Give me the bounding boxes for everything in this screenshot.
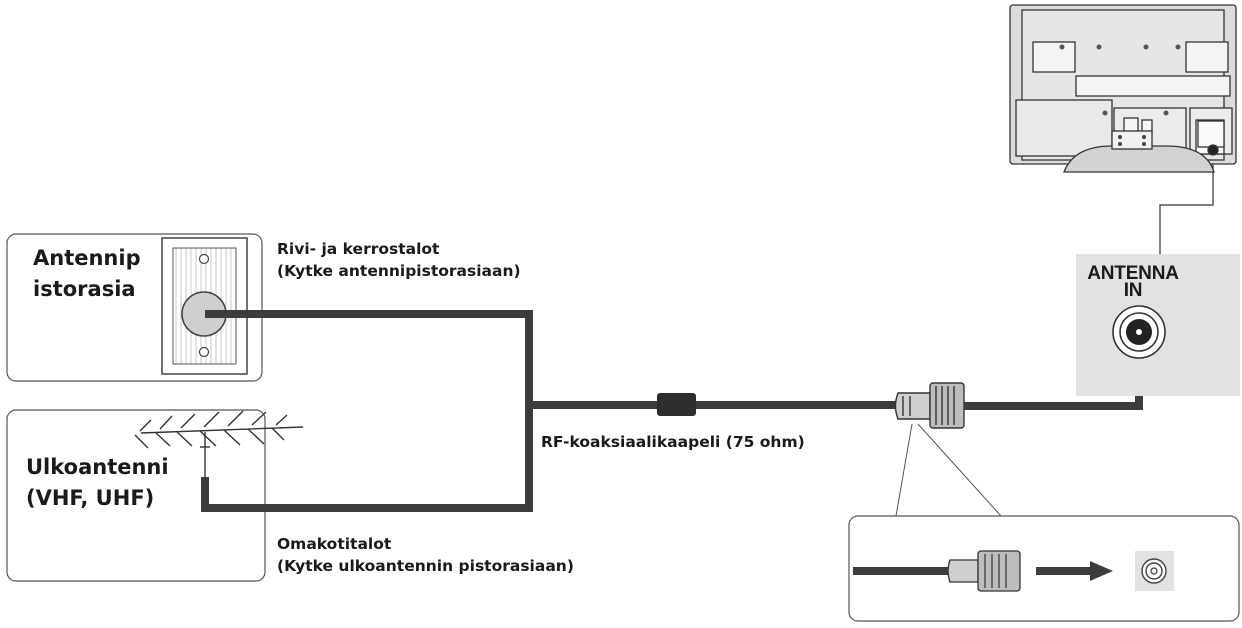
antenna-in-label: ANTENNA IN <box>1079 263 1187 301</box>
antenna-in-label-line1: ANTENNA <box>1087 263 1179 284</box>
detail-arrow-right-icon <box>1036 561 1113 581</box>
apartment-note-line1: Rivi- ja kerrostalot <box>277 240 440 258</box>
outdoor-antenna-title-line1: Ulkoantenni <box>26 455 169 479</box>
detail-cable <box>853 550 1021 592</box>
tv-antenna-lead <box>1159 150 1214 254</box>
wall-outlet-title: Antennip istorasia <box>33 243 141 305</box>
wall-outlet-title-line1: Antennip <box>33 246 141 270</box>
house-note-line2: (Kytke ulkoantennin pistorasiaan) <box>277 557 574 575</box>
wall-socket-icon <box>161 237 248 375</box>
apartment-note: Rivi- ja kerrostalot (Kytke antennipisto… <box>277 238 521 282</box>
apartment-note-line2: (Kytke antennipistorasiaan) <box>277 262 521 280</box>
outdoor-antenna-title: Ulkoantenni (VHF, UHF) <box>26 452 169 514</box>
cable-ferrite-core <box>657 393 696 416</box>
cable-label: RF-koaksiaalikaapeli (75 ohm) <box>541 433 805 451</box>
callout-line <box>917 423 1002 517</box>
coax-plug-icon <box>894 382 965 429</box>
outdoor-antenna-box <box>6 409 266 582</box>
house-note-line1: Omakotitalot <box>277 535 392 553</box>
house-note: Omakotitalot (Kytke ulkoantennin pistora… <box>277 533 574 577</box>
outdoor-antenna-icon <box>134 410 304 482</box>
detail-socket-icon <box>1135 551 1174 591</box>
antenna-in-jack-icon[interactable] <box>1112 305 1166 359</box>
outdoor-antenna-title-line2: (VHF, UHF) <box>26 486 155 510</box>
callout-line <box>895 423 913 517</box>
antenna-in-label-line2: IN <box>1123 280 1143 301</box>
coaxial-cable <box>201 310 1143 512</box>
wall-outlet-title-line2: istorasia <box>33 277 136 301</box>
tv-back-view-icon <box>1009 4 1237 173</box>
